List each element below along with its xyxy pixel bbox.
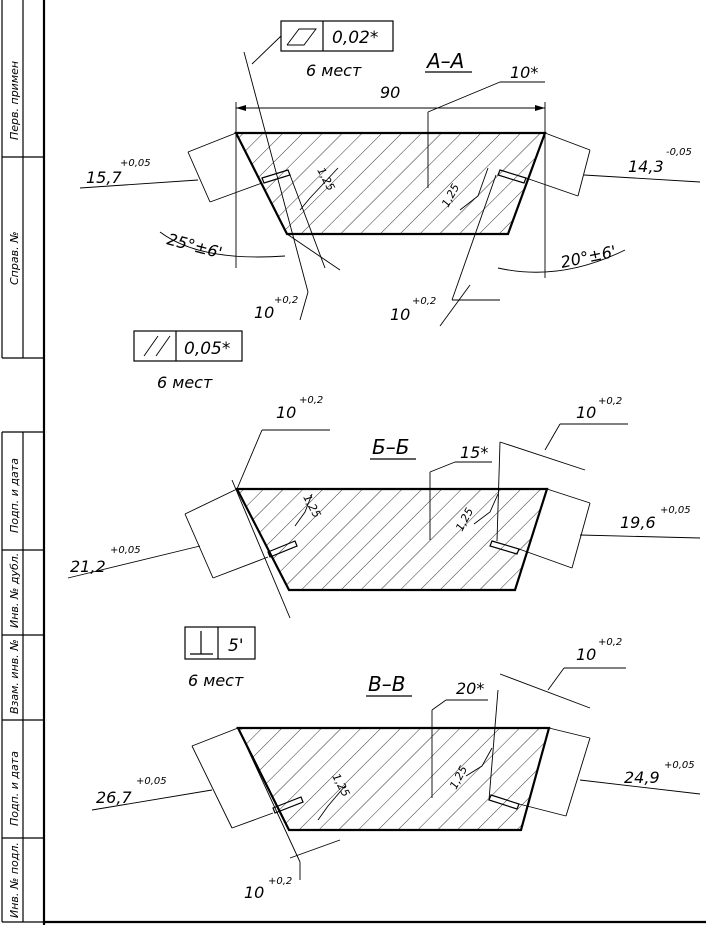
right-height-aa: 14,3 [628,157,664,176]
slot-right-vv [488,794,520,810]
right-height-tol-aa: -0,05 [666,147,692,158]
strip-cell-1: Перв. примен [8,61,21,140]
left-height-tol-bb: +0,05 [110,545,141,556]
tol-frame-top-aa: 0,02* 6 мест [251,20,394,80]
strip-cell-7: Инв. № подл. [8,842,21,918]
left-angle-aa: 25°±6' [165,230,224,263]
profile-aa [234,131,547,236]
right-height-tol-vv: +0,05 [664,760,695,771]
tol-bottom-value-aa: 0,05* [184,339,230,359]
slot-left-vv [272,796,304,814]
slot-right-tol-aa: +0,2 [412,296,436,307]
slot-left-bb [267,540,298,558]
left-height-aa: 15,7 [86,168,122,187]
width-dim-aa: 90 [380,83,400,102]
slot-left-tol-aa: +0,2 [274,295,298,306]
top-angle-bb: 15* [460,443,488,462]
tol-frame-bottom-aa: 0,05* 6 мест [133,330,243,392]
right-height-vv: 24,9 [624,768,660,787]
strip-cell-4: Инв. № дубл. [8,553,21,628]
slot-right-vv: 10 [576,645,596,664]
top-angle-vv: 20* [456,679,484,698]
right-height-bb: 19,6 [620,513,656,532]
right-angle-aa: 20°±6' [559,242,618,272]
tol-note-bb: 6 мест [188,671,244,690]
hatching-vv [238,728,549,830]
strip-cell-5: Взам. инв. № [8,639,21,714]
hatching-aa [236,133,545,234]
strip-cell-2: Справ. № [8,231,21,285]
profile-vv [236,726,551,832]
tol-top-value-aa: 0,02* [332,28,378,48]
slot-right-aa [497,169,527,184]
slot-left-aa: 10 [254,303,274,322]
section-vv: В–В 20* 26,7 +0,05 24,9 +0,05 10 +0,2 10… [91,637,701,902]
slot-right-tol-bb: +0,2 [598,396,622,407]
left-height-bb: 21,2 [70,557,106,576]
top-angle-aa: 10* [510,63,538,82]
left-height-tol-vv: +0,05 [136,776,167,787]
section-label-bb: Б–Б [372,435,409,459]
slot-left-tol-vv: +0,2 [268,876,292,887]
strip-cell-6: Подп. и дата [8,751,21,826]
slot-right-aa: 10 [390,305,410,324]
tol-bottom-note-aa: 6 мест [157,373,213,392]
slot-left-tol-bb: +0,2 [299,395,323,406]
slot-left-vv: 10 [244,883,264,902]
section-label-vv: В–В [368,672,405,696]
left-height-tol-aa: +0,05 [120,158,151,169]
slot-right-bb: 10 [576,403,596,422]
left-height-vv: 26,7 [96,788,132,807]
tol-value-bb: 5' [228,636,244,656]
section-label-aa: А–А [425,49,464,73]
slot-left-bb: 10 [276,403,296,422]
strip-cell-3: Подп. и дата [8,458,21,533]
slot-right-bb [489,540,520,555]
tol-top-note-aa: 6 мест [306,61,362,80]
slot-right-tol-vv: +0,2 [598,637,622,648]
side-strip-labels: Перв. примен Справ. № Подп. и дата Инв. … [8,61,21,918]
tol-frame-bb: 5' 6 мест [184,626,256,690]
section-aa: А–А 90 10* 15,7 +0,05 14,3 -0,05 25°±6' [79,20,701,392]
right-height-tol-bb: +0,05 [660,505,691,516]
hatching-bb [237,489,547,590]
section-bb: Б–Б 15* 21,2 +0,05 19,6 +0,05 10 +0,2 10… [67,395,701,690]
